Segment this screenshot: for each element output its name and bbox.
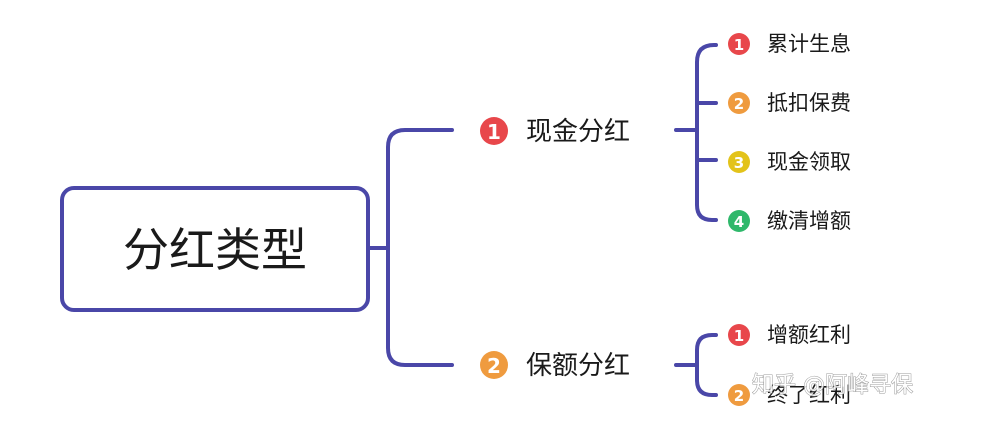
leaf-1-1-badge-number: 1 bbox=[734, 36, 744, 54]
leaf-1-3-label: 现金领取 bbox=[767, 150, 851, 174]
leaf-2-2-badge-number: 2 bbox=[734, 387, 744, 405]
leaf-1-2-label: 抵扣保费 bbox=[767, 91, 851, 115]
branch-1-badge bbox=[480, 117, 508, 145]
leaf-1-2-badge bbox=[728, 92, 750, 114]
branch-1-label: 现金分红 bbox=[526, 117, 630, 147]
connector-root-to-branch-2 bbox=[386, 246, 454, 367]
root-node: 分红类型 bbox=[60, 186, 370, 312]
leaf-2-2-label: 终了红利 bbox=[767, 383, 851, 407]
leaf-1-4-badge bbox=[728, 210, 750, 232]
leaf-2-1-badge bbox=[728, 324, 750, 346]
branch-1-badge-number: 1 bbox=[487, 120, 501, 144]
branch-2-badge-number: 2 bbox=[487, 354, 501, 378]
leaf-2-2: 2 终了红利 bbox=[728, 383, 851, 407]
leaf-2-2-badge bbox=[728, 384, 750, 406]
leaf-1-1-label: 累计生息 bbox=[767, 32, 851, 56]
leaf-1-4: 4 缴清增额 bbox=[728, 209, 851, 233]
root-node-box bbox=[60, 186, 370, 312]
leaf-1-3: 3 现金领取 bbox=[728, 150, 851, 174]
watermark-text: 知乎 @阿峰寻保 bbox=[752, 373, 913, 398]
leaf-1-2: 2 抵扣保费 bbox=[728, 91, 851, 115]
leaf-1-1-badge bbox=[728, 33, 750, 55]
branch-2-badge bbox=[480, 351, 508, 379]
leaf-1-3-badge bbox=[728, 151, 750, 173]
connector-branch-1-trunk bbox=[674, 43, 718, 222]
leaf-1-4-badge-number: 4 bbox=[734, 213, 744, 231]
root-node-label: 分红类型 bbox=[123, 223, 307, 277]
leaf-1-3-badge-number: 3 bbox=[734, 154, 744, 172]
branch-node-1: 1 现金分红 bbox=[480, 117, 630, 147]
branch-2-label: 保额分红 bbox=[526, 351, 630, 381]
leaf-2-1-badge-number: 1 bbox=[734, 327, 744, 345]
leaf-2-1-label: 增额红利 bbox=[767, 323, 851, 347]
connector-root-to-branch-1 bbox=[366, 128, 454, 250]
leaf-1-4-label: 缴清增额 bbox=[767, 209, 851, 233]
leaf-1-1: 1 累计生息 bbox=[728, 32, 851, 56]
branch-node-2: 2 保额分红 bbox=[480, 351, 630, 381]
leaf-1-2-badge-number: 2 bbox=[734, 95, 744, 113]
connector-branch-2-trunk bbox=[674, 333, 718, 397]
leaf-2-1: 1 增额红利 bbox=[728, 323, 851, 347]
